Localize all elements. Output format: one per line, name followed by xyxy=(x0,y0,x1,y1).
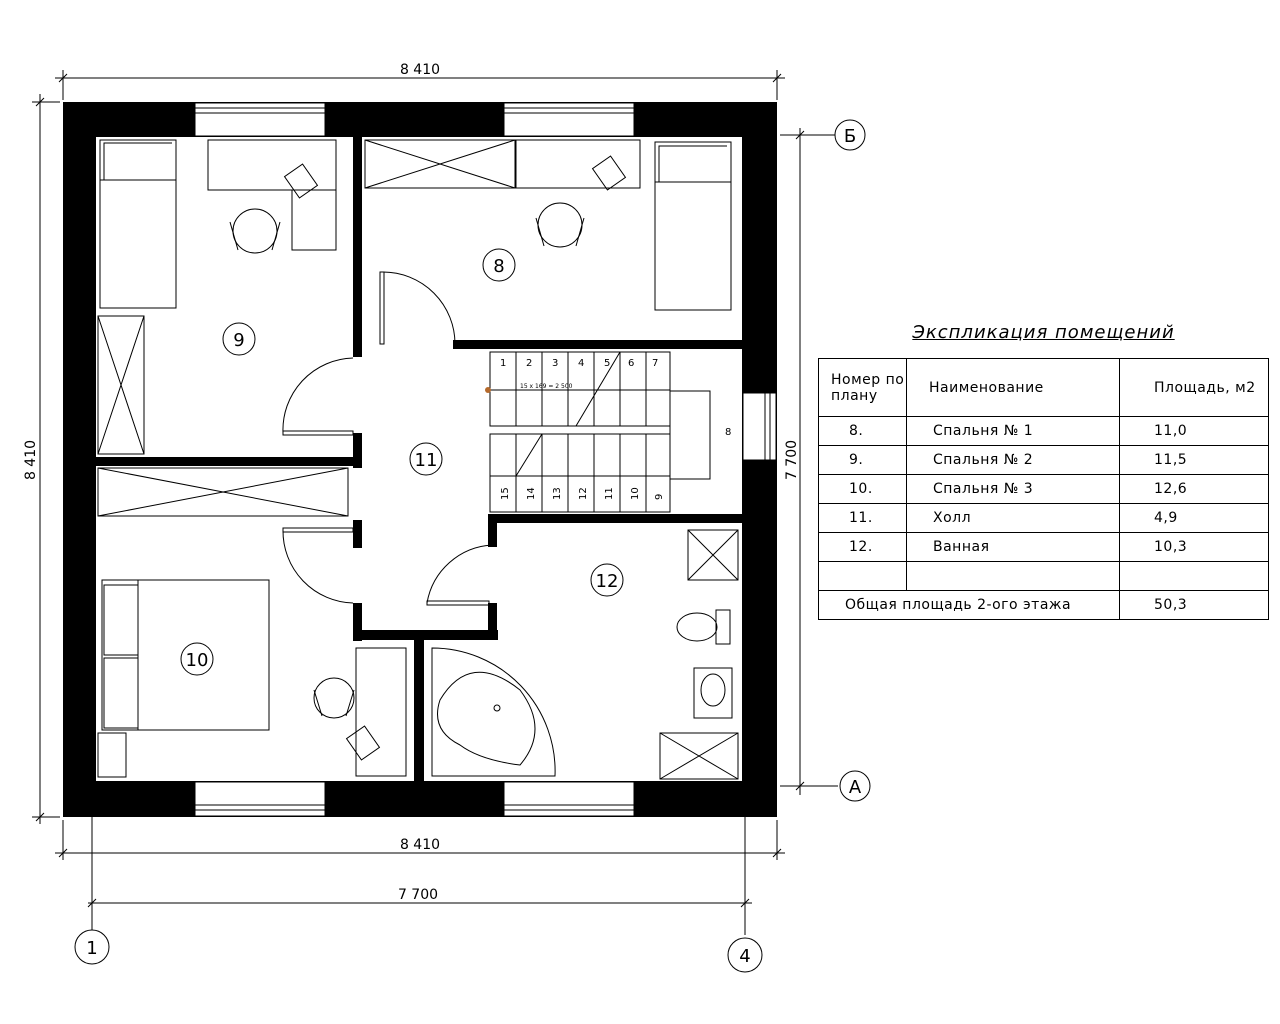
room-8-label: 8 xyxy=(493,256,504,277)
svg-text:8: 8 xyxy=(725,427,731,438)
svg-text:12: 12 xyxy=(578,487,589,500)
svg-text:1: 1 xyxy=(86,938,97,959)
sink xyxy=(693,667,733,719)
window-bottom-left xyxy=(194,781,326,817)
svg-text:А: А xyxy=(849,777,862,798)
svg-text:4: 4 xyxy=(739,946,750,967)
dim-right: 7 700 xyxy=(784,440,800,480)
bed-room9 xyxy=(99,139,177,309)
furniture-room8 xyxy=(364,139,732,311)
table-header-row: Номер по плану Наименование Площадь, м2 xyxy=(818,358,1269,417)
chair-room10 xyxy=(313,677,355,719)
svg-text:14: 14 xyxy=(526,487,537,500)
door-room8 xyxy=(382,271,456,345)
axis-4-marker xyxy=(727,937,763,973)
axis-b-marker xyxy=(834,119,866,151)
desk-room8 xyxy=(515,139,641,189)
desk-room9 xyxy=(207,139,337,191)
table-row: 8. Спальня № 1 11,0 xyxy=(818,416,1269,446)
dimension-labels: 8 410 8 410 7 700 8 410 7 700 xyxy=(23,62,800,903)
table-row: 9. Спальня № 2 11,5 xyxy=(818,445,1269,475)
shower-bottom xyxy=(659,732,739,780)
wardrobe-room8 xyxy=(364,139,516,189)
axis-labels: Б А 1 4 xyxy=(86,126,862,967)
stair-numbers: 15 х 169 = 2 500 1 2 3 4 5 6 7 8 15 14 1… xyxy=(500,358,731,500)
header-area: Площадь, м2 xyxy=(1119,358,1269,417)
dim-top: 8 410 xyxy=(400,62,440,78)
table-total-row: Общая площадь 2-ого этажа 50,3 xyxy=(818,590,1269,620)
interior-walls xyxy=(96,137,750,781)
furniture-room10 xyxy=(97,467,407,778)
dimension-lines xyxy=(32,70,838,935)
dim-left: 8 410 xyxy=(23,440,39,480)
stair-spec: 15 х 169 = 2 500 xyxy=(520,383,573,390)
total-label: Общая площадь 2-ого этажа xyxy=(818,590,1120,620)
room-11-label: 11 xyxy=(415,450,438,471)
header-name: Наименование xyxy=(906,358,1120,417)
room-markers xyxy=(180,248,624,676)
svg-text:1: 1 xyxy=(500,358,506,369)
svg-text:7: 7 xyxy=(652,358,658,369)
table-row xyxy=(818,561,1269,591)
svg-text:15: 15 xyxy=(500,487,511,500)
svg-text:10: 10 xyxy=(630,487,641,500)
svg-text:Б: Б xyxy=(844,126,856,147)
toilet xyxy=(676,612,718,642)
axis-1-marker xyxy=(74,929,110,965)
dim-bottom-outer: 8 410 xyxy=(400,837,440,853)
svg-text:13: 13 xyxy=(552,487,563,500)
nightstand xyxy=(97,732,127,778)
explication-table: Номер по плану Наименование Площадь, м2 … xyxy=(818,358,1269,620)
door-bath xyxy=(426,544,493,604)
table-row: 10. Спальня № 3 12,6 xyxy=(818,474,1269,504)
total-value: 50,3 xyxy=(1119,590,1269,620)
table-row: 11. Холл 4,9 xyxy=(818,503,1269,533)
door-room9 xyxy=(282,357,354,434)
chair-room8 xyxy=(537,202,583,248)
svg-text:6: 6 xyxy=(628,358,634,369)
bathroom-fixtures xyxy=(431,529,739,780)
wardrobe-room9 xyxy=(97,315,145,455)
svg-text:5: 5 xyxy=(604,358,610,369)
door-room10 xyxy=(282,529,354,604)
axis-a-marker xyxy=(839,770,871,802)
room-9-label: 9 xyxy=(233,330,244,351)
desk-room10 xyxy=(355,647,407,777)
window-right xyxy=(742,392,777,461)
dim-bottom-inner: 7 700 xyxy=(398,887,438,903)
double-bed xyxy=(101,579,270,731)
windows xyxy=(194,102,777,817)
stairs xyxy=(485,351,711,513)
window-bottom-right xyxy=(503,781,635,817)
bed-room8 xyxy=(654,141,732,311)
table-row: 12. Ванная 10,3 xyxy=(818,532,1269,562)
svg-text:2: 2 xyxy=(526,358,532,369)
doors xyxy=(282,271,493,606)
grid-axes xyxy=(74,119,871,973)
room-12-label: 12 xyxy=(596,571,619,592)
chair-room9 xyxy=(232,208,278,254)
svg-text:3: 3 xyxy=(552,358,558,369)
svg-text:4: 4 xyxy=(578,358,584,369)
room-10-label: 10 xyxy=(186,650,209,671)
svg-text:9: 9 xyxy=(654,494,665,500)
room-labels: 8 9 11 12 10 xyxy=(186,256,619,671)
header-num: Номер по плану xyxy=(818,358,907,417)
explication-title: Экспликация помещений xyxy=(912,322,1175,343)
wardrobe-room10 xyxy=(97,467,349,517)
corner-bathtub xyxy=(431,647,556,777)
svg-text:11: 11 xyxy=(604,487,615,500)
shower-top xyxy=(687,529,739,581)
furniture-room9 xyxy=(97,139,337,455)
